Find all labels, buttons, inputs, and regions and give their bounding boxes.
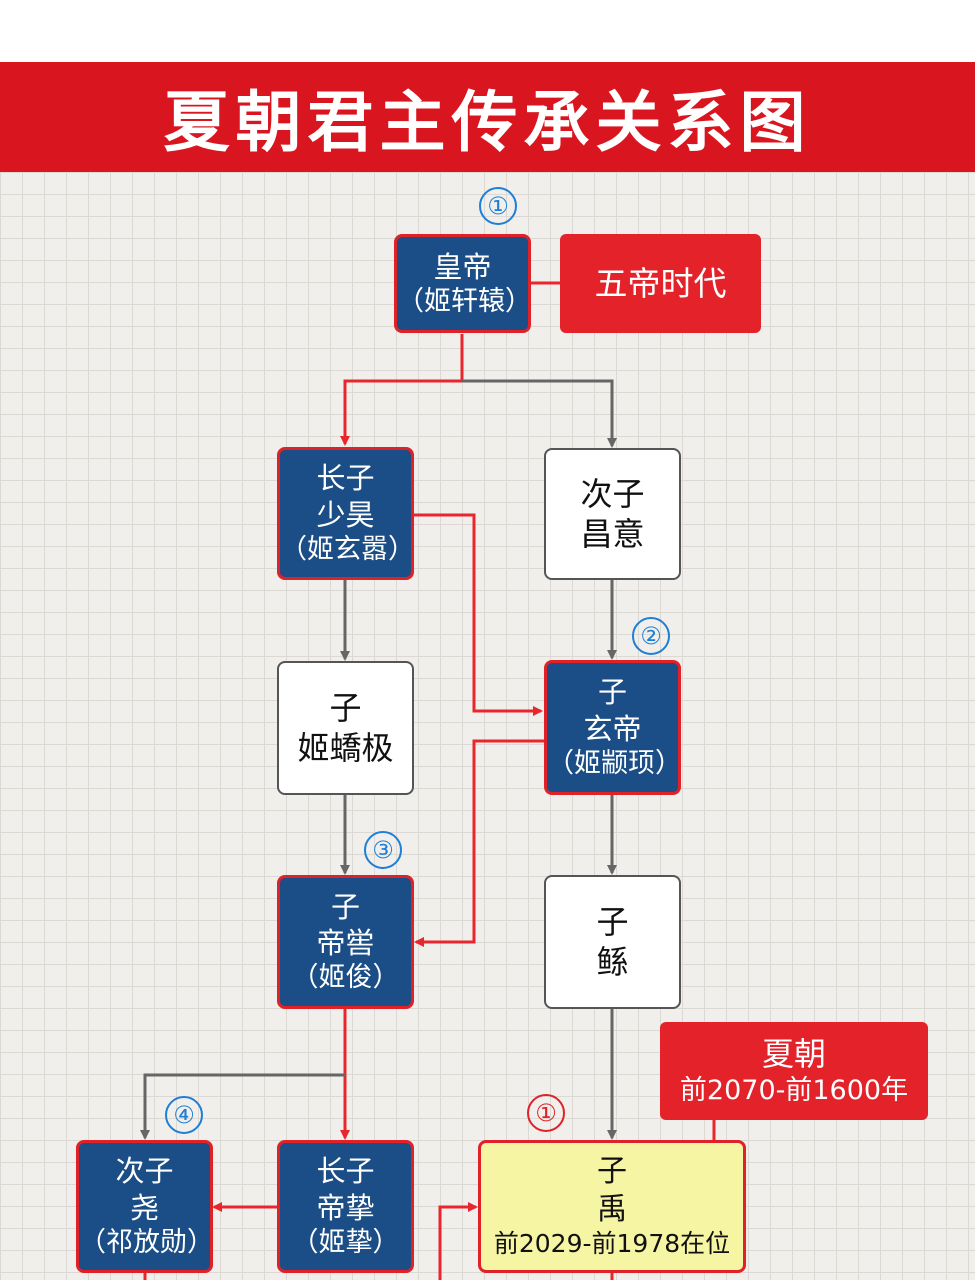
node-xuandi-line3: （姬颛顼）	[547, 747, 682, 779]
node-shaohao-line2: 少昊	[316, 497, 375, 532]
node-yu-line3: 前2029-前1978在位	[493, 1229, 731, 1259]
node-yao-line2: 尧	[129, 1190, 159, 1225]
node-jiqiaoji: 子 姬蟜极	[277, 661, 414, 795]
edge-diku-yao	[140, 1073, 345, 1140]
node-jiqiaoji-line1: 子	[329, 689, 362, 727]
edge-to-changyi	[462, 379, 617, 448]
badge-diku: ③	[364, 831, 402, 869]
node-yu-line1: 子	[597, 1154, 627, 1190]
node-dizhi-line3: （姬挚）	[291, 1226, 400, 1258]
node-gun-line1: 子	[596, 903, 629, 941]
node-changyi-line1: 次子	[580, 475, 645, 513]
node-huangdi-line1: 皇帝	[433, 249, 492, 284]
node-xia-label: 夏朝	[761, 1035, 826, 1074]
badge-yao: ④	[165, 1096, 203, 1134]
badge-huangdi: ①	[479, 187, 517, 225]
node-huangdi-line2: （姬轩辕）	[397, 285, 532, 317]
node-yu: 子 禹 前2029-前1978在位	[478, 1140, 746, 1273]
edge-into-yu	[438, 1202, 478, 1280]
node-yao-line1: 次子	[115, 1154, 174, 1189]
node-shaohao-line3: （姬玄嚣）	[280, 533, 415, 565]
node-shaohao-line1: 长子	[316, 461, 375, 496]
node-wudi-era: 五帝时代	[560, 234, 761, 333]
node-huangdi: 皇帝 （姬轩辕）	[394, 234, 532, 333]
node-diku-line1: 子	[330, 889, 360, 924]
edge-to-shaohao	[340, 379, 462, 446]
node-changyi: 次子 昌意	[544, 448, 681, 580]
edge-shaohao-xuandi	[413, 513, 543, 716]
badge-yu: ①	[527, 1094, 565, 1132]
node-xia-period: 前2070-前1600年	[679, 1075, 909, 1107]
node-dizhi: 长子 帝挚 （姬挚）	[277, 1140, 414, 1273]
node-shaohao: 长子 少昊 （姬玄嚣）	[277, 447, 415, 580]
node-xia-dynasty: 夏朝 前2070-前1600年	[660, 1022, 928, 1120]
node-wudi-era-label: 五帝时代	[594, 263, 727, 303]
node-gun: 子 鲧	[544, 875, 681, 1009]
node-xuandi-line1: 子	[597, 675, 627, 710]
badge-xuandi: ②	[632, 617, 670, 655]
node-dizhi-line2: 帝挚	[316, 1190, 375, 1225]
node-dizhi-line1: 长子	[316, 1154, 375, 1189]
edge-xuandi-diku	[414, 739, 545, 947]
node-diku-line2: 帝喾	[316, 926, 375, 961]
node-changyi-line2: 昌意	[580, 515, 645, 553]
node-xuandi: 子 玄帝 （姬颛顼）	[544, 660, 682, 795]
page-title: 夏朝君主传承关系图	[163, 83, 812, 161]
node-yao: 次子 尧 （祁放勋）	[76, 1140, 214, 1273]
node-diku-line3: （姬俊）	[291, 962, 400, 994]
title-bar: 夏朝君主传承关系图	[0, 62, 975, 172]
node-jiqiaoji-line2: 姬蟜极	[297, 729, 394, 767]
node-gun-line2: 鲧	[596, 943, 629, 981]
node-xuandi-line2: 玄帝	[583, 711, 642, 746]
node-yu-line2: 禹	[597, 1191, 627, 1227]
node-yao-line3: （祁放勋）	[79, 1226, 214, 1258]
node-diku: 子 帝喾 （姬俊）	[277, 875, 414, 1009]
